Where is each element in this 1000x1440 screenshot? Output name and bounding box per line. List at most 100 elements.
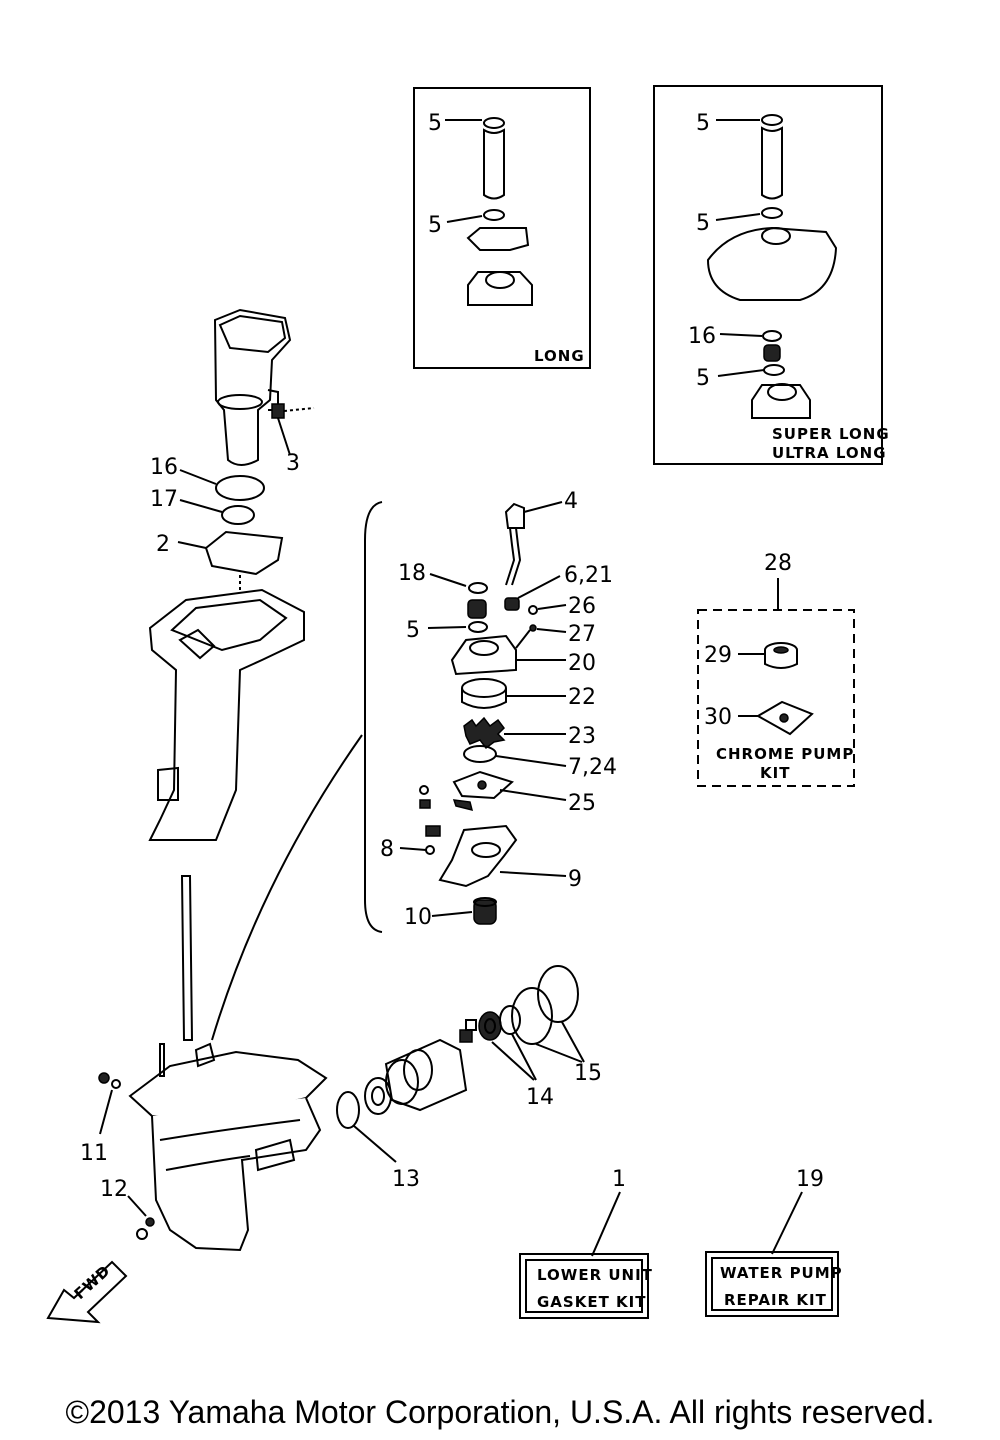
o-ring-5: [468, 621, 488, 633]
chrome-pump-kit-label: CHROME PUMP: [716, 745, 854, 763]
callout-12: 12: [100, 1177, 128, 1202]
o-ring-15b: [537, 965, 579, 1023]
impeller-23: [463, 716, 506, 750]
callout-2: 2: [156, 532, 170, 557]
callout-28: 28: [764, 551, 792, 576]
super-extension-housing: [706, 226, 838, 301]
callout-9: 9: [568, 867, 582, 892]
washer-27: [529, 624, 537, 632]
long-inset: 5 5 LONG: [413, 87, 591, 369]
o-ring-13: [336, 1091, 360, 1129]
bolt-26: [528, 605, 538, 615]
callout-20: 20: [568, 651, 596, 676]
callout-5: 5: [406, 618, 420, 643]
pump-group-bracket: [364, 501, 383, 933]
bolt-3: [271, 403, 285, 419]
oil-seal-14a: [478, 1011, 502, 1041]
callout-1: 1: [612, 1167, 626, 1192]
water-pump-repair-kit: 19 WATER PUMP REPAIR KIT: [705, 1167, 843, 1317]
callout-30: 30: [704, 705, 732, 730]
super-long-inset-frame: [653, 85, 883, 465]
callout-26: 26: [568, 594, 596, 619]
seal-6-21: [504, 597, 520, 611]
super-pump-housing: [751, 384, 811, 419]
oil-seal-14b: [499, 1005, 521, 1035]
callout-8: 8: [380, 837, 394, 862]
bolt-11a: [98, 1072, 110, 1084]
oil-seal-bearing: [364, 1077, 392, 1115]
lower-unit-assembly: 11 12 13 14 15 FWD: [46, 875, 602, 1324]
callout-15: 15: [574, 1061, 602, 1086]
propeller-shaft-housing: [384, 1038, 468, 1112]
callout-18: 18: [398, 561, 426, 586]
pin-8: [425, 845, 435, 855]
callout-long-5b: 5: [428, 213, 442, 238]
fwd-arrow: FWD: [46, 1260, 128, 1324]
super-long-inset: 5 5 16 5 SUPER LONG ULTRA LONG: [653, 85, 890, 465]
grommet-4: [504, 502, 525, 529]
super-upper-o-ring: [761, 114, 783, 126]
o-ring-16: [215, 475, 265, 501]
callout-7-24: 7,24: [568, 755, 617, 780]
callout-29: 29: [704, 643, 732, 668]
callout-4: 4: [564, 489, 578, 514]
callout-27: 27: [568, 622, 596, 647]
callout-13: 13: [392, 1167, 420, 1192]
long-upper-o-ring: [483, 117, 505, 129]
long-inset-frame: [413, 87, 591, 369]
lower-unit-gasket-kit-label-1: LOWER UNIT: [537, 1266, 653, 1284]
long-guide-plate: [466, 227, 530, 251]
callout-super-16: 16: [688, 324, 716, 349]
water-pump-repair-kit-label-1: WATER PUMP: [720, 1264, 843, 1282]
callout-19: 19: [796, 1167, 824, 1192]
upper-casing: [148, 588, 305, 841]
insert-cartridge-22: [461, 678, 507, 698]
super-seal-o-ring: [762, 330, 782, 342]
callout-22: 22: [568, 685, 596, 710]
water-pump-assembly: 4 18 6,21 26 5 27 20 22 23 7,24: [380, 489, 617, 930]
oil-seal-10: [473, 899, 497, 925]
o-ring-17: [221, 505, 255, 525]
drive-shaft: [180, 875, 194, 1041]
ultra-long-label: ULTRA LONG: [772, 444, 887, 462]
copyright-notice: ©2013 Yamaha Motor Corporation, U.S.A. A…: [65, 1394, 935, 1430]
water-pump-repair-kit-label-2: REPAIR KIT: [724, 1291, 827, 1309]
callout-10: 10: [404, 905, 432, 930]
callout-long-5a: 5: [428, 111, 442, 136]
long-label: LONG: [534, 347, 585, 365]
chrome-pump-kit: 28 29 30 CHROME PUMP KIT: [697, 551, 855, 787]
long-housing-top: [485, 271, 515, 289]
callout-16: 16: [150, 455, 178, 480]
gasket-2: [204, 530, 284, 576]
gasket-7-24: [463, 745, 497, 763]
long-lower-o-ring: [483, 209, 505, 221]
bolt-12: [145, 1217, 155, 1227]
super-water-tube: [761, 126, 783, 200]
callout-super-5b: 5: [696, 211, 710, 236]
super-long-label: SUPER LONG: [772, 425, 890, 443]
callout-14: 14: [526, 1085, 554, 1110]
callout-17: 17: [150, 487, 178, 512]
exhaust-guide: [213, 308, 292, 466]
callout-23: 23: [568, 724, 596, 749]
o-ring-15a: [511, 987, 553, 1045]
callout-6-21: 6,21: [564, 563, 613, 588]
callout-3: 3: [286, 451, 300, 476]
super-seal: [763, 344, 781, 362]
long-water-tube: [483, 128, 505, 200]
callout-25: 25: [568, 791, 596, 816]
lower-unit-gasket-kit: 1 LOWER UNIT GASKET KIT: [519, 1167, 653, 1319]
callout-super-5a: 5: [696, 111, 710, 136]
o-ring-18: [468, 582, 488, 594]
lower-unit-gasket-kit-box: [519, 1253, 649, 1319]
super-lower-o-ring: [761, 207, 783, 219]
callout-super-5c: 5: [696, 366, 710, 391]
chrome-pump-kit-label-2: KIT: [760, 764, 790, 782]
lower-unit-gasket-kit-label-2: GASKET KIT: [537, 1293, 647, 1311]
upper-casing-assembly: 3 16 17 2: [148, 308, 315, 841]
chrome-pump-kit-frame: [697, 609, 855, 787]
lower-casing-body: [151, 1097, 322, 1252]
seal-18: [467, 599, 487, 619]
fwd-arrow-icon: [46, 1260, 128, 1324]
